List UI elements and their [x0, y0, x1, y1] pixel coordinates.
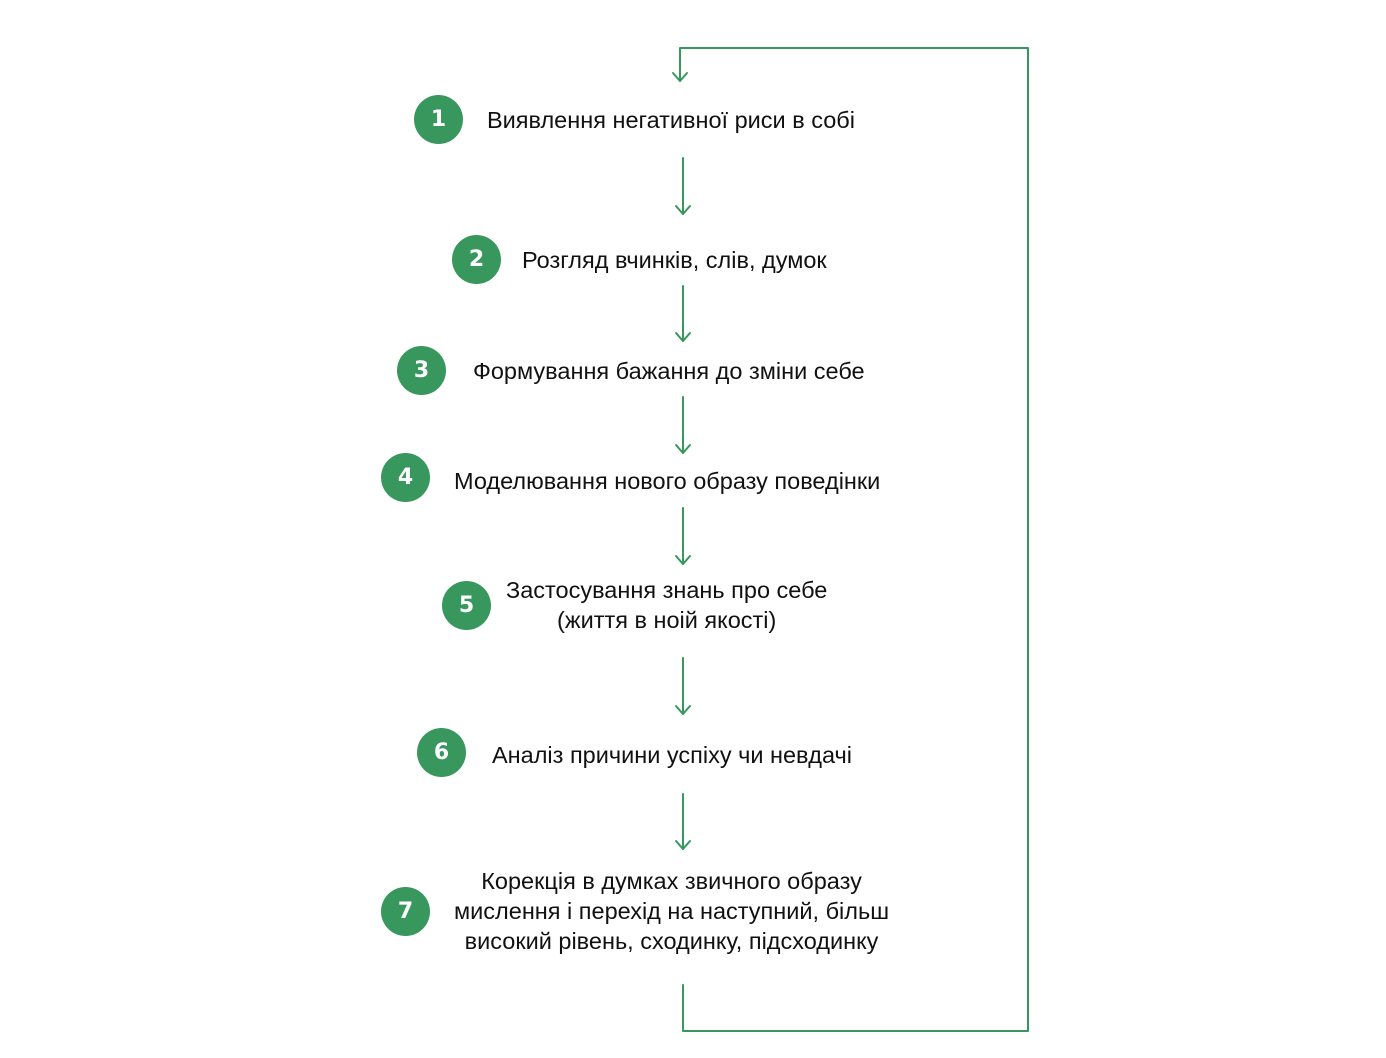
arrow-6-7 — [675, 793, 691, 850]
step-5: 5 Застосування знань про себе (життя в н… — [442, 575, 827, 635]
step-label-line: Виявлення негативної риси в собі — [487, 106, 855, 133]
step-label: Формування бажання до зміни себе — [473, 356, 865, 386]
step-label: Розгляд вчинків, слів, думок — [522, 245, 827, 275]
arrow-3-4 — [675, 396, 691, 454]
arrow-5-6 — [675, 657, 691, 715]
step-label-line: Розгляд вчинків, слів, думок — [522, 246, 827, 273]
step-number-badge: 2 — [452, 235, 501, 284]
step-number-badge: 7 — [381, 886, 430, 936]
step-2: 2 Розгляд вчинків, слів, думок — [452, 235, 827, 284]
step-label: Застосування знань про себе (життя в ноі… — [506, 575, 827, 635]
step-1: 1 Виявлення негативної риси в собі — [414, 95, 855, 144]
arrow-4-5 — [675, 507, 691, 565]
step-label-line: Корекція в думках звичного образу — [481, 868, 862, 894]
step-label-line: мислення і перехід на наступний, більш — [454, 898, 890, 924]
feedback-loop-arrow — [672, 47, 1029, 1032]
step-number-badge: 1 — [414, 95, 463, 144]
step-6: 6 Аналіз причини успіху чи невдачі — [417, 728, 852, 777]
step-label: Корекція в думках звичного образу мислен… — [454, 866, 889, 956]
step-number-badge: 5 — [442, 580, 491, 630]
arrow-2-3 — [675, 285, 691, 342]
step-label-line: високий рівень, сходинку, підсходинку — [464, 928, 879, 954]
step-number-badge: 3 — [397, 346, 446, 395]
step-label: Аналіз причини успіху чи невдачі — [492, 736, 852, 770]
step-3: 3 Формування бажання до зміни себе — [397, 346, 865, 395]
step-label: Моделювання нового образу поведінки — [454, 460, 880, 496]
arrow-1-2 — [675, 157, 691, 215]
step-label-line: Застосування знань про себе — [506, 577, 828, 603]
step-4: 4 Моделювання нового образу поведінки — [381, 453, 880, 502]
step-number-badge: 4 — [381, 453, 430, 502]
step-label-line: Аналіз причини успіху чи невдачі — [492, 741, 852, 768]
step-label-line: (життя в ноій якості) — [557, 607, 777, 633]
step-label-line: Моделювання нового образу поведінки — [454, 467, 881, 494]
step-label-line: Формування бажання до зміни себе — [473, 357, 865, 384]
step-7: 7 Корекція в думках звичного образу мисл… — [381, 866, 889, 956]
step-label: Виявлення негативної риси в собі — [487, 105, 855, 135]
step-number-badge: 6 — [417, 728, 466, 777]
